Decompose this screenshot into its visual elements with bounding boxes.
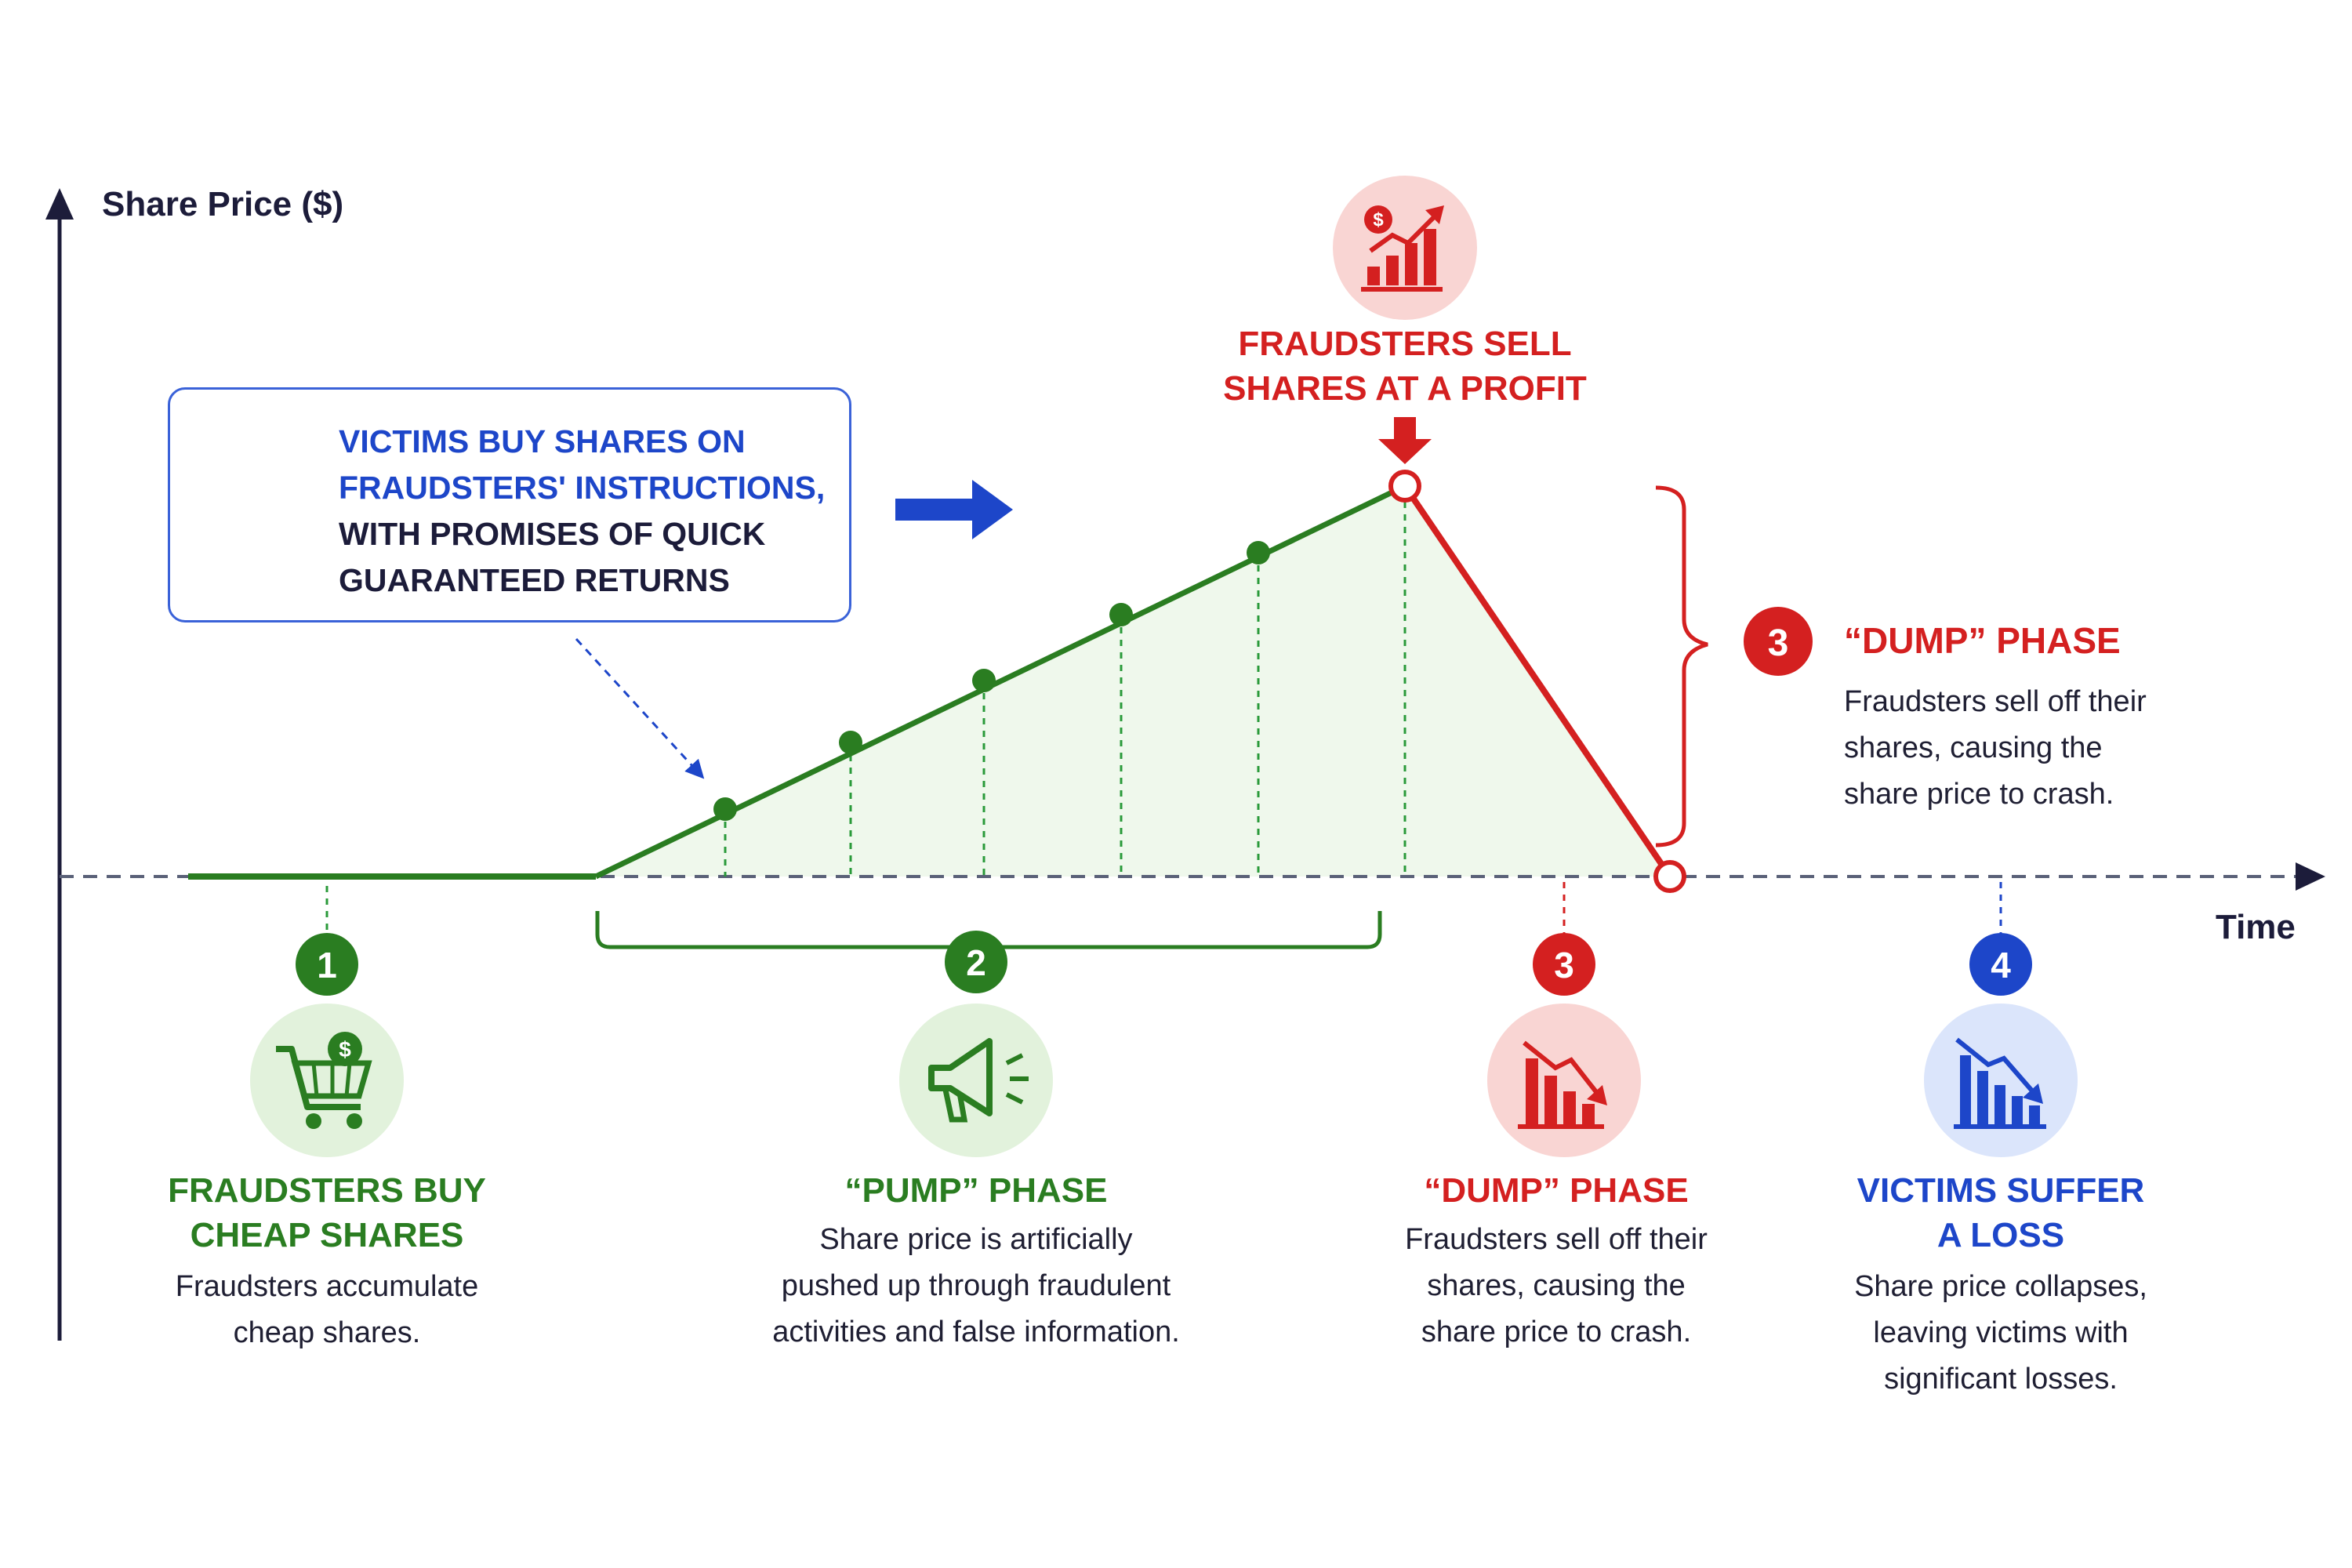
svg-text:$: $	[1373, 209, 1384, 230]
step-2-body-line: Share price is artificially	[819, 1223, 1133, 1256]
callout-line: WITH PROMISES OF QUICK	[339, 516, 766, 552]
peak-point	[1388, 470, 1421, 503]
pump-drop-lines	[724, 502, 1406, 877]
step-4-title-line: A LOSS	[1936, 1216, 2065, 1254]
peak-label-line: FRAUDSTERS SELL	[1238, 325, 1572, 363]
step-2-body: Share price is artificially pushed up th…	[725, 1217, 1227, 1356]
victims-callout-box	[168, 387, 851, 622]
peak-label: FRAUDSTERS SELL SHARES AT A PROFIT	[1170, 321, 1640, 411]
down-arrow-icon	[1378, 417, 1432, 464]
step-4-title-line: VICTIMS SUFFER	[1857, 1171, 2145, 1210]
step-4-badge: 4	[1969, 933, 2032, 996]
step-4-number: 4	[1991, 945, 2011, 985]
victims-callout-text: VICTIMS BUY SHARES ON FRAUDSTERS' INSTRU…	[339, 419, 840, 604]
step-3-body-line: Fraudsters sell off their	[1405, 1223, 1708, 1256]
x-axis-label: Time	[2216, 908, 2296, 946]
step-1-body: Fraudsters accumulate cheap shares.	[131, 1264, 523, 1356]
side-note-line: Fraudsters sell off their	[1844, 685, 2147, 718]
side-note-line: shares, causing the	[1844, 731, 2103, 764]
step-1-title-line: CHEAP SHARES	[190, 1216, 464, 1254]
right-arrow-icon	[895, 480, 1013, 539]
callout-line: GUARANTEED RETURNS	[339, 562, 730, 598]
dump-phase-bracket	[1655, 485, 1708, 848]
svg-text:$: $	[339, 1037, 351, 1062]
step-3-body: Fraudsters sell off their shares, causin…	[1360, 1217, 1752, 1356]
step-4-body-line: significant losses.	[1884, 1363, 2118, 1396]
callout-pointer	[575, 637, 705, 779]
y-axis-label: Share Price ($)	[102, 185, 344, 223]
step-3-body-line: shares, causing the	[1427, 1269, 1686, 1302]
callout-line: FRAUDSTERS' INSTRUCTIONS,	[339, 470, 826, 506]
side-note-number: 3	[1768, 622, 1789, 664]
step-4-body: Share price collapses, leaving victims w…	[1805, 1264, 2197, 1403]
falling-bar-chart-icon	[1487, 1004, 1641, 1157]
step-1-body-line: Fraudsters accumulate	[175, 1270, 479, 1303]
rising-bar-chart-dollar-icon: $	[1333, 176, 1477, 320]
callout-line: VICTIMS BUY SHARES ON	[339, 423, 746, 459]
falling-bar-chart-icon	[1924, 1004, 2078, 1157]
step-4-body-line: Share price collapses,	[1854, 1270, 2147, 1303]
step-3-title: “DUMP” PHASE	[1360, 1168, 1752, 1213]
step-4-body-line: leaving victims with	[1873, 1316, 2129, 1349]
peak-label-line: SHARES AT A PROFIT	[1223, 369, 1587, 408]
step-2-badge: 2	[945, 931, 1007, 993]
step-1-badge: 1	[296, 933, 358, 996]
step-4-title: VICTIMS SUFFER A LOSS	[1805, 1168, 2197, 1258]
x-axis-arrowhead	[2296, 862, 2325, 891]
step-1-number: 1	[317, 945, 337, 985]
step-2-title: “PUMP” PHASE	[741, 1168, 1211, 1213]
side-note-badge: 3	[1744, 607, 1813, 676]
megaphone-icon	[899, 1004, 1053, 1157]
step-3-title-line: “DUMP” PHASE	[1424, 1171, 1689, 1210]
step-1-body-line: cheap shares.	[233, 1316, 421, 1349]
dump-price-line	[1402, 484, 1673, 879]
step-2-title-line: “PUMP” PHASE	[844, 1171, 1108, 1210]
step-2-body-line: pushed up through fraudulent	[781, 1269, 1171, 1302]
side-note-body: Fraudsters sell off their shares, causin…	[1844, 679, 2147, 818]
step-3-number: 3	[1554, 945, 1574, 985]
shopping-cart-dollar-icon: $	[250, 1004, 404, 1157]
step-1-title-line: FRAUDSTERS BUY	[168, 1171, 486, 1210]
pump-points	[713, 541, 1270, 821]
step-2-body-line: activities and false information.	[772, 1316, 1180, 1348]
step-3-body-line: share price to crash.	[1421, 1316, 1692, 1348]
side-note-title: “DUMP” PHASE	[1844, 620, 2121, 661]
step-2-number: 2	[966, 942, 986, 983]
crash-point	[1653, 860, 1686, 893]
step-3-badge: 3	[1533, 933, 1595, 996]
price-area-fill	[596, 486, 1670, 877]
side-note-line: share price to crash.	[1844, 778, 2114, 811]
step-1-title: FRAUDSTERS BUY CHEAP SHARES	[131, 1168, 523, 1258]
y-axis-arrowhead	[45, 188, 74, 220]
